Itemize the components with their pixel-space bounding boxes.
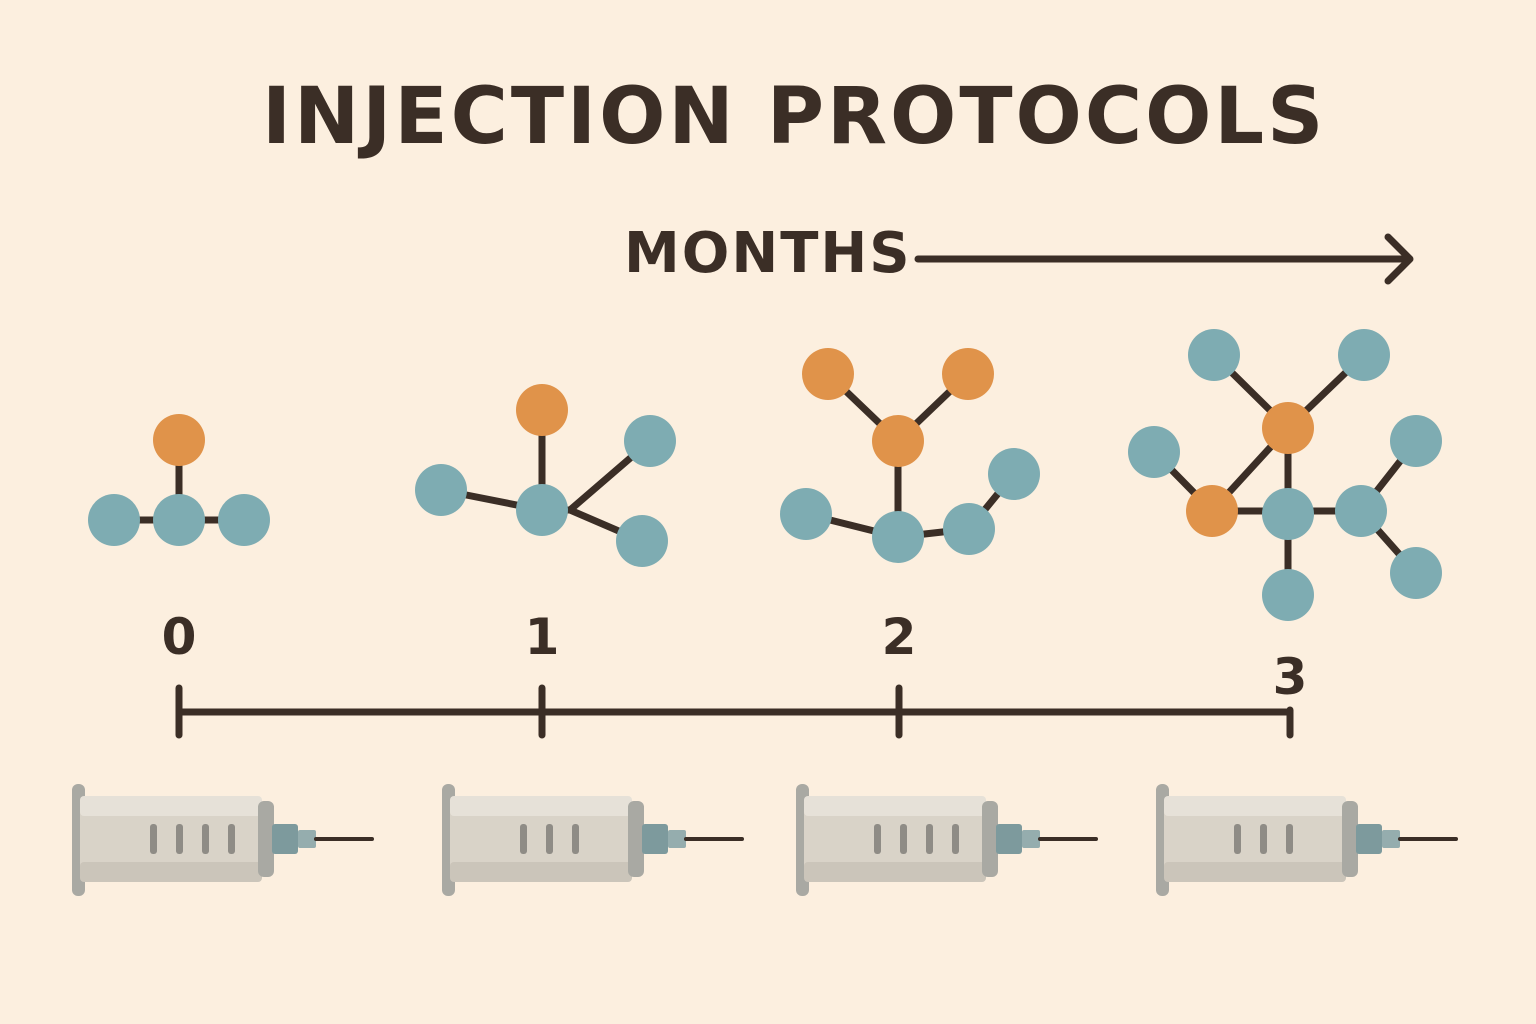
molecule-icon — [88, 414, 270, 546]
tick-label-2: 2 — [882, 608, 917, 666]
molecule-icon — [1128, 329, 1442, 621]
syringe-icon — [70, 782, 374, 898]
arrow-right-icon — [914, 233, 1414, 285]
syringe-icon — [1154, 782, 1458, 898]
tick-label-1: 1 — [525, 608, 560, 666]
syringe-icon — [440, 782, 744, 898]
months-axis-label: MONTHS — [624, 221, 912, 286]
tick-label-0: 0 — [162, 608, 197, 666]
molecule-icon — [415, 384, 676, 567]
syringe-icon — [794, 782, 1098, 898]
tick-label-3: 3 — [1273, 648, 1308, 706]
molecule-icon — [780, 348, 1040, 563]
diagram-title: INJECTION PROTOCOLS — [262, 72, 1327, 162]
timeline: 0 1 2 3 — [162, 608, 1308, 739]
